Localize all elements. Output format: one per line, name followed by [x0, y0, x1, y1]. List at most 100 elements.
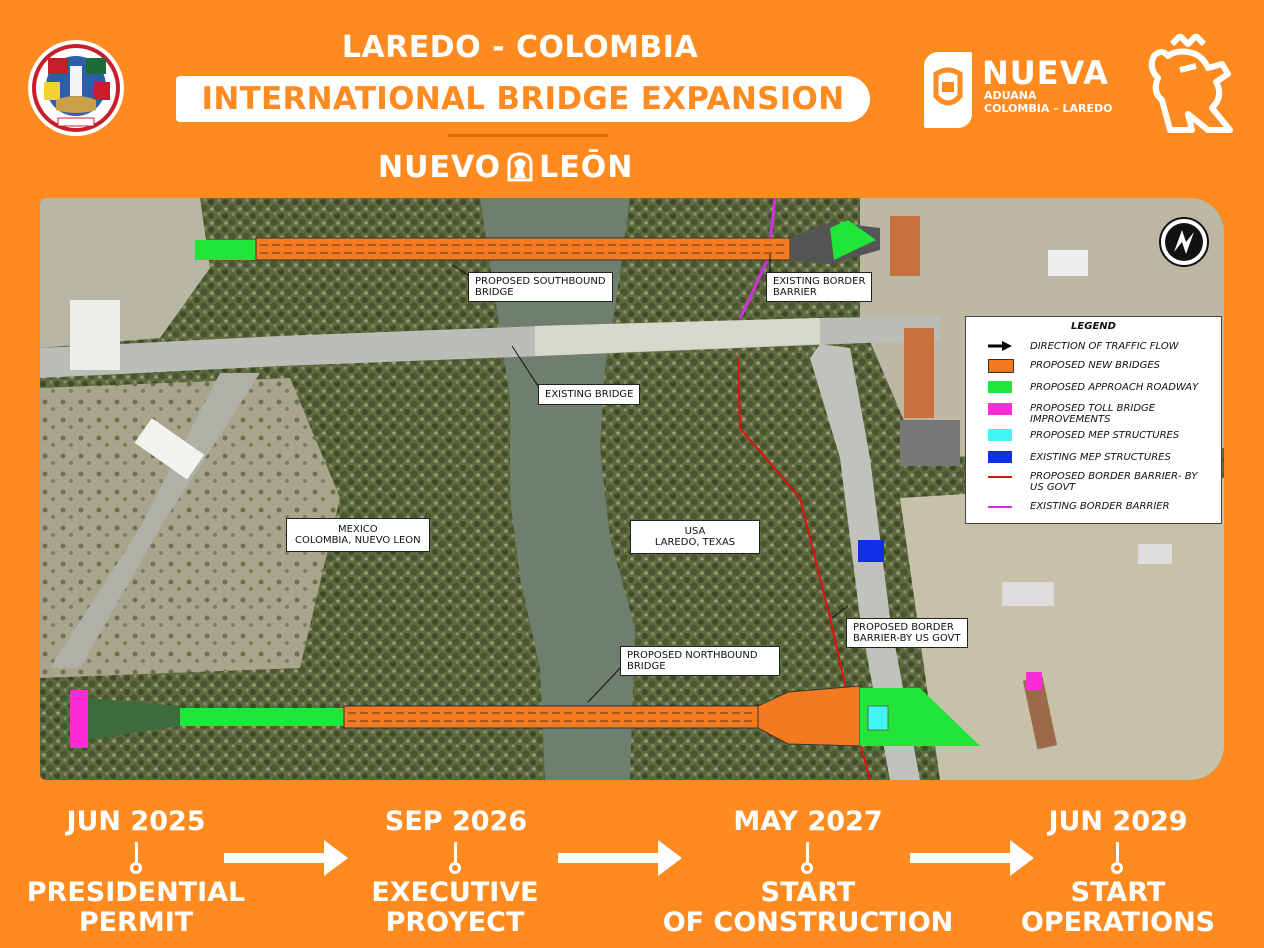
milestone-4-date: JUN 2029 — [1048, 806, 1188, 837]
building — [1048, 250, 1088, 276]
milestone-2-date: SEP 2026 — [384, 806, 528, 837]
callout-leader — [587, 663, 625, 703]
milestone-4-line-2: OPERATIONS — [1020, 907, 1216, 938]
southbound-approach-green — [830, 220, 876, 260]
legend-swatch — [988, 359, 1014, 373]
legend-label: PROPOSED NEW BRIDGES — [1030, 360, 1161, 371]
callout-line: COLOMBIA, NUEVO LEON — [295, 535, 421, 546]
nuevo-leon-logo-right: LEŌN — [539, 149, 634, 185]
building — [904, 328, 934, 418]
milestone-3-dot — [801, 862, 813, 874]
callout-line: PROPOSED BORDER — [853, 622, 954, 633]
milestone-2-line-2: PROYECT — [385, 907, 525, 938]
building — [1002, 582, 1054, 606]
callout-line: LAREDO, TEXAS — [654, 537, 736, 548]
aduana-badge — [924, 52, 972, 128]
milestone-4-dot — [1111, 862, 1123, 874]
building — [900, 420, 960, 466]
timeline-arrow-icon — [224, 840, 348, 876]
callout-existing-border-barrier: EXISTING BORDER BARRIER — [766, 272, 873, 302]
aduana-subtitle-2: COLOMBIA – LAREDO — [984, 102, 1113, 115]
milestone-3-line-1: START — [760, 877, 856, 908]
legend-swatch — [988, 403, 1012, 415]
northbound-approach-roadway — [180, 708, 346, 726]
north-arrow-icon — [1159, 217, 1209, 267]
milestone-1-label: PRESIDENTIAL PERMIT — [6, 878, 266, 938]
callout-line: PROPOSED SOUTHBOUND — [475, 276, 606, 287]
aduana-subtitle-1: ADUANA — [984, 89, 1037, 102]
callout-line: BRIDGE — [475, 287, 514, 298]
map-legend: LEGEND DIRECTION OF TRAFFIC FLOW PROPOSE… — [965, 316, 1222, 524]
nuevo-leon-lion-icon — [1148, 34, 1233, 133]
toll-building — [1022, 676, 1058, 750]
nuevo-leon-logo: NUEVO LEŌN — [378, 147, 648, 187]
legend-label: PROPOSED BORDER BARRIER- BY US GOVT — [1030, 471, 1198, 493]
proposed-mep-structure — [867, 705, 889, 731]
callout-existing-bridge: EXISTING BRIDGE — [538, 384, 641, 405]
aerial-map — [40, 198, 1224, 780]
building — [134, 418, 205, 480]
site-map: PROPOSED SOUTHBOUND BRIDGE EXISTING BORD… — [40, 198, 1224, 780]
milestone-4-stem — [1116, 842, 1119, 862]
legend-label: DIRECTION OF TRAFFIC FLOW — [1030, 341, 1179, 352]
mexico-road — [50, 373, 260, 668]
legend-swatch — [988, 429, 1012, 441]
milestone-2-line-1: EXECUTIVE — [371, 877, 539, 908]
milestone-2-dot — [449, 862, 461, 874]
aduana-name: NUEVA — [982, 54, 1109, 92]
timeline-arrow-icon — [558, 840, 682, 876]
milestone-1-line-2: PERMIT — [78, 907, 194, 938]
callout-line: BARRIER-BY US GOVT — [853, 633, 961, 644]
legend-swatch — [988, 476, 1012, 478]
milestone-1-date: JUN 2025 — [66, 806, 206, 837]
southbound-bridge — [255, 237, 791, 261]
milestone-2-stem — [454, 842, 457, 862]
building — [70, 300, 120, 370]
title-line-1: LAREDO - COLOMBIA — [341, 30, 699, 65]
legend-label: PROPOSED TOLL BRIDGE IMPROVEMENTS — [1030, 403, 1156, 425]
nuevo-leon-logo-left: NUEVO — [378, 149, 502, 185]
building — [1138, 544, 1172, 564]
legend-label: EXISTING MEP STRUCTURES — [1030, 452, 1171, 463]
milestone-1-stem — [135, 842, 138, 862]
existing-mep-structure — [858, 540, 884, 562]
milestone-1-line-1: PRESIDENTIAL — [26, 877, 246, 908]
milestone-3-date: MAY 2027 — [733, 806, 883, 837]
legend-swatch — [988, 381, 1012, 393]
callout-leader — [831, 605, 849, 619]
milestone-4-line-1: START — [1070, 877, 1166, 908]
northbound-approach-fan — [88, 698, 180, 740]
northbound-toll-improvement — [70, 690, 88, 748]
timeline-arrow-icon — [910, 840, 1034, 876]
callout-line: PROPOSED NORTHBOUND — [627, 650, 758, 661]
callout-northbound-bridge: PROPOSED NORTHBOUND BRIDGE — [620, 646, 780, 676]
milestone-2-label: EXECUTIVE PROYECT — [344, 878, 566, 938]
callout-mexico: MEXICO COLOMBIA, NUEVO LEON — [286, 518, 430, 552]
callout-line: USA — [684, 526, 706, 537]
northbound-approach-plaza — [860, 688, 980, 746]
title-line-2: INTERNATIONAL BRIDGE EXPANSION — [201, 81, 845, 117]
northbound-bridge — [343, 705, 761, 729]
building — [890, 216, 920, 276]
callout-line: BRIDGE — [627, 661, 666, 672]
callout-line: BARRIER — [773, 287, 817, 298]
milestone-3-label: START OF CONSTRUCTION — [658, 878, 958, 938]
legend-label: PROPOSED MEP STRUCTURES — [1030, 430, 1180, 441]
callout-line: EXISTING BRIDGE — [545, 389, 634, 400]
legend-label: PROPOSED APPROACH ROADWAY — [1030, 382, 1199, 393]
arrow-right-icon — [988, 341, 1012, 351]
legend-swatch — [988, 506, 1012, 508]
title-divider — [448, 134, 608, 137]
laredo-city-seal-icon — [28, 40, 124, 136]
southbound-approach-roadway — [195, 240, 260, 260]
milestone-4-label: START OPERATIONS — [1012, 878, 1224, 938]
lion-mark-icon — [507, 152, 533, 182]
milestone-3-line-2: OF CONSTRUCTION — [662, 907, 954, 938]
callout-leader — [511, 345, 539, 387]
callout-line: MEXICO — [338, 524, 378, 535]
callout-line: EXISTING BORDER — [773, 276, 866, 287]
title-banner: INTERNATIONAL BRIDGE EXPANSION — [176, 76, 870, 122]
callout-southbound-bridge: PROPOSED SOUTHBOUND BRIDGE — [468, 272, 613, 302]
milestone-3-stem — [806, 842, 809, 862]
legend-title: LEGEND — [1071, 321, 1116, 332]
